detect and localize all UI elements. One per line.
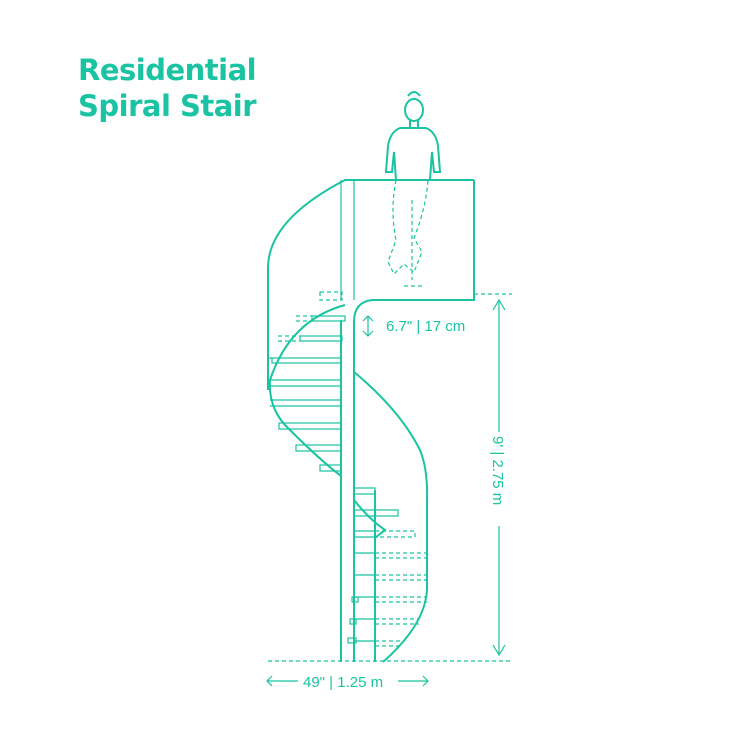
- title-line-2: Spiral Stair: [78, 89, 257, 123]
- riser-label: 6.7" | 17 cm: [386, 318, 465, 335]
- center-post: [340, 320, 376, 662]
- upper-helix: [268, 304, 346, 477]
- width-dimension: 49" | 1.25 m: [266, 674, 429, 691]
- diagram-title: Residential Spiral Stair: [78, 52, 257, 124]
- title-line-1: Residential: [78, 53, 257, 87]
- height-dimension: 9' | 2.75 m: [489, 298, 506, 657]
- height-label: 9' | 2.75 m: [489, 436, 506, 505]
- left-treads: [268, 315, 346, 472]
- riser-dimension: 6.7" | 17 cm: [362, 315, 465, 337]
- landing-outline: [267, 179, 474, 390]
- width-label: 49" | 1.25 m: [303, 674, 383, 691]
- right-treads: [347, 487, 427, 647]
- lower-helix: [353, 371, 429, 663]
- person-figure: [384, 91, 442, 287]
